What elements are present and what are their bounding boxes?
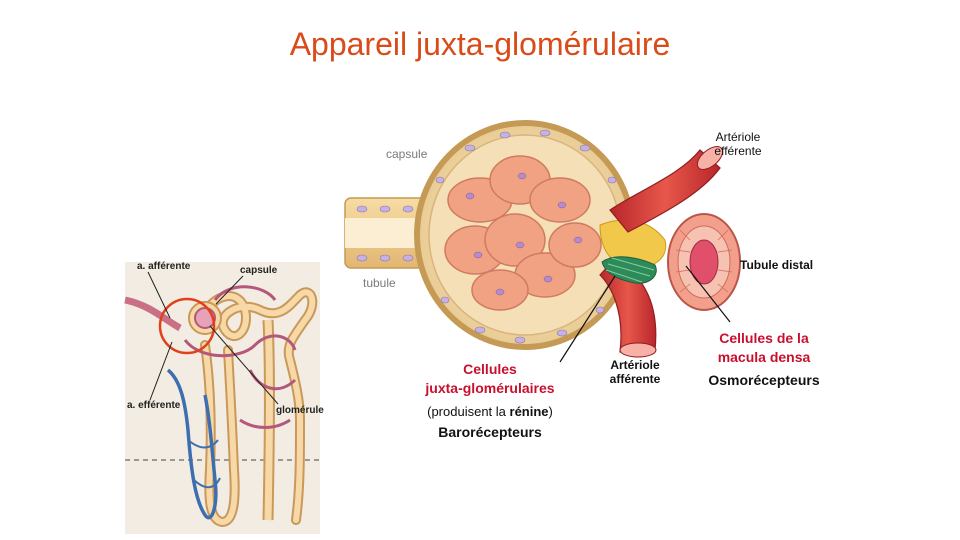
peritubular-capillaries: [183, 285, 297, 429]
label-osmorecepteurs: Osmorécepteurs: [708, 372, 820, 388]
vasa-recta: [166, 368, 218, 520]
label-afferente: a. afférente: [137, 261, 191, 272]
macula-densa: [689, 239, 719, 285]
label-efferente: a. efférente: [127, 400, 181, 411]
leader-capsule: [215, 275, 244, 305]
leader-jg-cells: [559, 275, 616, 363]
label-arteriole-efferente: Artériole efférente: [714, 130, 762, 158]
label-capsule-right: capsule: [386, 147, 428, 161]
leader-afferent: [147, 271, 171, 319]
callout-macula-densa: Cellules de la macula densa Osmorécepteu…: [696, 329, 832, 388]
afferent-vessel: [124, 296, 182, 332]
leader-glomerule: [209, 325, 279, 405]
leader-efferent: [149, 341, 173, 401]
label-arteriole-afferente: Artériole afférente: [609, 358, 661, 386]
slide-title: Appareil juxta-glomérulaire: [289, 26, 671, 62]
label-tubule: tubule: [363, 276, 396, 290]
leader-macula-densa: [685, 265, 731, 323]
label-tubule-distal: Tubule distal: [740, 258, 814, 272]
callout-jg-cells: Cellules juxta-glomérulaires (produisent…: [398, 360, 582, 440]
label-glomerule: glomérule: [276, 405, 324, 416]
renine-line: (produisent la rénine): [427, 404, 553, 419]
efferent-arteriole: [609, 149, 721, 233]
label-barorecepteurs: Barorécepteurs: [438, 424, 542, 440]
jga-highlight-circle: [158, 297, 216, 355]
label-capsule-left: capsule: [240, 265, 278, 276]
